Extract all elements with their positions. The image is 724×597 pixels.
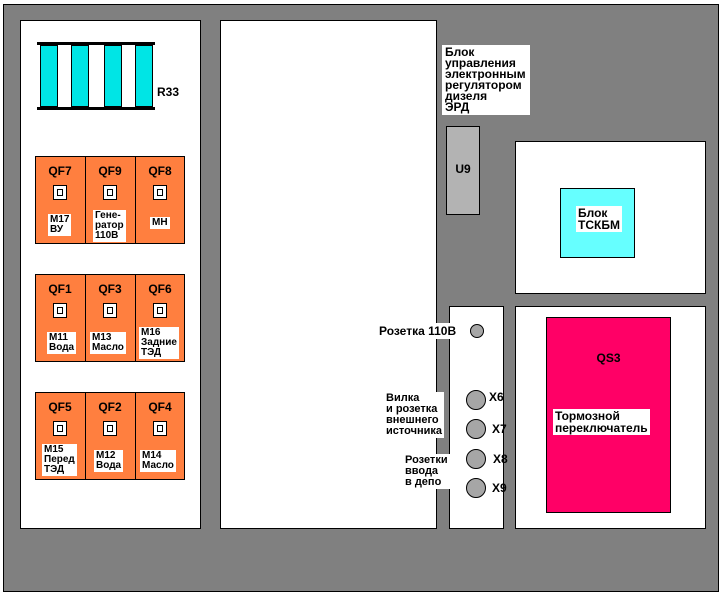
brake-switch-qs3[interactable]: QS3 Тормозной переключатель — [546, 317, 671, 513]
breaker-desc: Гене- ратор 110В — [93, 210, 126, 242]
breaker-name: QF2 — [98, 400, 122, 414]
breaker-desc: М11 Вода — [47, 332, 77, 354]
breaker-switch-icon[interactable] — [103, 185, 117, 200]
breaker-name: QF3 — [98, 282, 122, 296]
socket-110-label: Розетка 110В — [377, 323, 459, 339]
breaker-name: QF8 — [148, 164, 172, 178]
x7-label: X7 — [492, 422, 507, 436]
breaker-switch-icon[interactable] — [53, 303, 67, 318]
tskbm-label: Блок ТСКБМ — [576, 206, 622, 232]
u9-unit[interactable]: U9 — [446, 126, 480, 215]
breaker-name: QF5 — [48, 400, 72, 414]
x8-label: X8 — [493, 452, 508, 466]
breaker-qf3[interactable]: QF3 М13 Масло — [86, 275, 136, 361]
resistor-element — [104, 45, 122, 107]
resistor-bottom-rail — [37, 107, 155, 110]
resistor-element — [135, 45, 153, 107]
x6-label: X6 — [489, 390, 504, 404]
breaker-qf5[interactable]: QF5 М15 Перед ТЭД — [36, 393, 86, 479]
breaker-switch-icon[interactable] — [153, 421, 167, 436]
breaker-desc: М15 Перед ТЭД — [42, 444, 77, 476]
breaker-name: QF4 — [148, 400, 172, 414]
breaker-qf8[interactable]: QF8 МН — [136, 157, 186, 243]
u9-label: U9 — [455, 162, 471, 176]
breaker-desc: М16 Задние ТЭД — [139, 327, 179, 359]
breaker-name: QF9 — [98, 164, 122, 178]
breaker-switch-icon[interactable] — [103, 421, 117, 436]
resistor-element — [40, 45, 58, 107]
breaker-desc: М14 Масло — [140, 450, 176, 472]
resistor-top-rail — [37, 42, 155, 45]
breaker-group-1: QF7 М17 ВУ QF9 Гене- ратор 110В QF8 МН — [35, 156, 185, 244]
x7-socket-icon[interactable] — [466, 419, 486, 439]
breaker-switch-icon[interactable] — [153, 303, 167, 318]
breaker-name: QF1 — [48, 282, 72, 296]
breaker-desc: МН — [150, 217, 170, 229]
x9-socket-icon[interactable] — [466, 478, 486, 498]
breaker-switch-icon[interactable] — [103, 303, 117, 318]
resistor-element — [71, 45, 89, 107]
breaker-desc: М12 Вода — [94, 450, 124, 472]
x8-socket-icon[interactable] — [466, 449, 486, 469]
breaker-qf7[interactable]: QF7 М17 ВУ — [36, 157, 86, 243]
tskbm-block[interactable]: Блок ТСКБМ — [560, 188, 635, 258]
breaker-qf6[interactable]: QF6 М16 Задние ТЭД — [136, 275, 186, 361]
breaker-qf1[interactable]: QF1 М11 Вода — [36, 275, 86, 361]
breaker-desc: М13 Масло — [90, 332, 126, 354]
breaker-qf2[interactable]: QF2 М12 Вода — [86, 393, 136, 479]
center-panel — [220, 20, 437, 529]
external-source-label: Вилка и розетка внешнего источника — [384, 392, 444, 438]
socket-110-icon[interactable] — [470, 324, 484, 338]
breaker-group-3: QF5 М15 Перед ТЭД QF2 М12 Вода QF4 М14 М… — [35, 392, 185, 480]
breaker-switch-icon[interactable] — [153, 185, 167, 200]
breaker-switch-icon[interactable] — [53, 421, 67, 436]
resistor-label: R33 — [157, 85, 180, 99]
breaker-desc: М17 ВУ — [48, 214, 72, 236]
breaker-switch-icon[interactable] — [53, 185, 67, 200]
x6-socket-icon[interactable] — [466, 390, 486, 410]
x9-label: X9 — [492, 481, 507, 495]
erd-block-label: Блок управления электронным регулятором … — [442, 45, 530, 115]
depot-input-label: Розетки ввода в депо — [403, 454, 450, 489]
breaker-qf9[interactable]: QF9 Гене- ратор 110В — [86, 157, 136, 243]
brake-switch-label: Тормозной переключатель — [553, 409, 650, 435]
brake-switch-name: QS3 — [596, 351, 621, 365]
breaker-name: QF6 — [148, 282, 172, 296]
breaker-qf4[interactable]: QF4 М14 Масло — [136, 393, 186, 479]
breaker-name: QF7 — [48, 164, 72, 178]
breaker-group-2: QF1 М11 Вода QF3 М13 Масло QF6 М16 Задни… — [35, 274, 185, 362]
